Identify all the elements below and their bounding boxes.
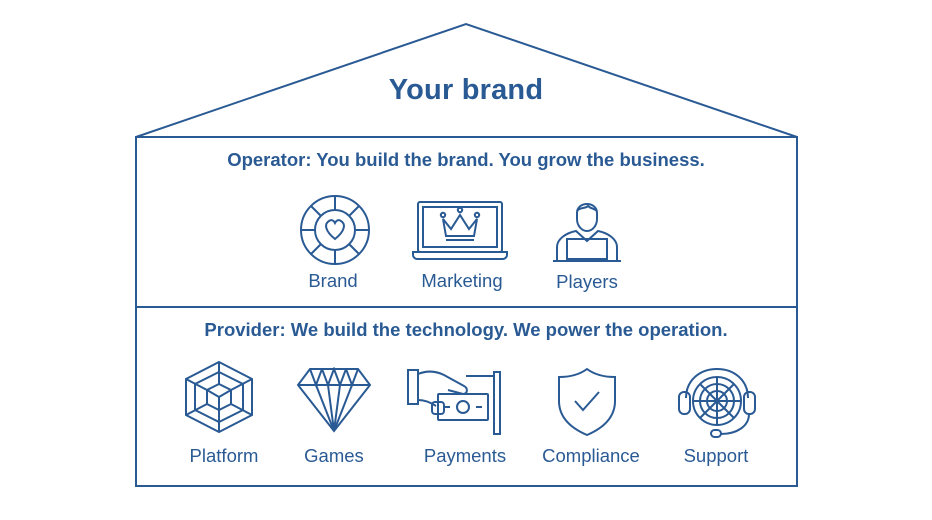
house-body <box>135 136 798 487</box>
support-label: Support <box>683 445 749 466</box>
provider-heading: Provider: We build the technology. We po… <box>204 319 728 340</box>
cube-icon <box>185 360 253 434</box>
platform-label: Platform <box>189 445 259 466</box>
shield-check-icon <box>558 367 616 437</box>
compliance-label: Compliance <box>542 445 640 466</box>
heart-chip-icon <box>300 195 370 265</box>
players-label: Players <box>556 271 618 292</box>
operator-heading: Operator: You build the brand. You grow … <box>227 149 705 170</box>
payments-label: Payments <box>423 445 507 466</box>
roof-outline <box>135 22 798 138</box>
roof-title: Your brand <box>388 74 544 106</box>
person-laptop-icon <box>553 203 621 262</box>
diamond-icon <box>296 367 372 433</box>
games-label: Games <box>304 445 364 466</box>
marketing-label: Marketing <box>421 270 503 291</box>
hand-cash-icon <box>407 369 501 435</box>
headset-roulette-icon <box>678 367 756 438</box>
laptop-crown-icon <box>412 201 508 260</box>
brand-label: Brand <box>308 270 358 291</box>
